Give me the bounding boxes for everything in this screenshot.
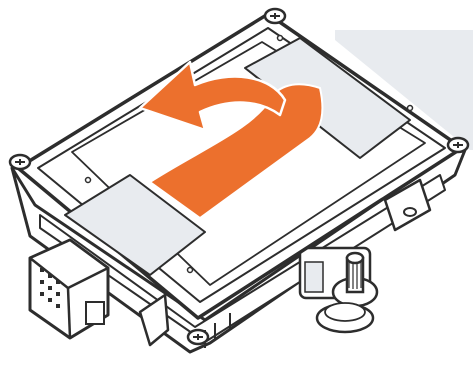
illustration-canvas	[0, 0, 473, 388]
module-illustration	[0, 0, 473, 388]
